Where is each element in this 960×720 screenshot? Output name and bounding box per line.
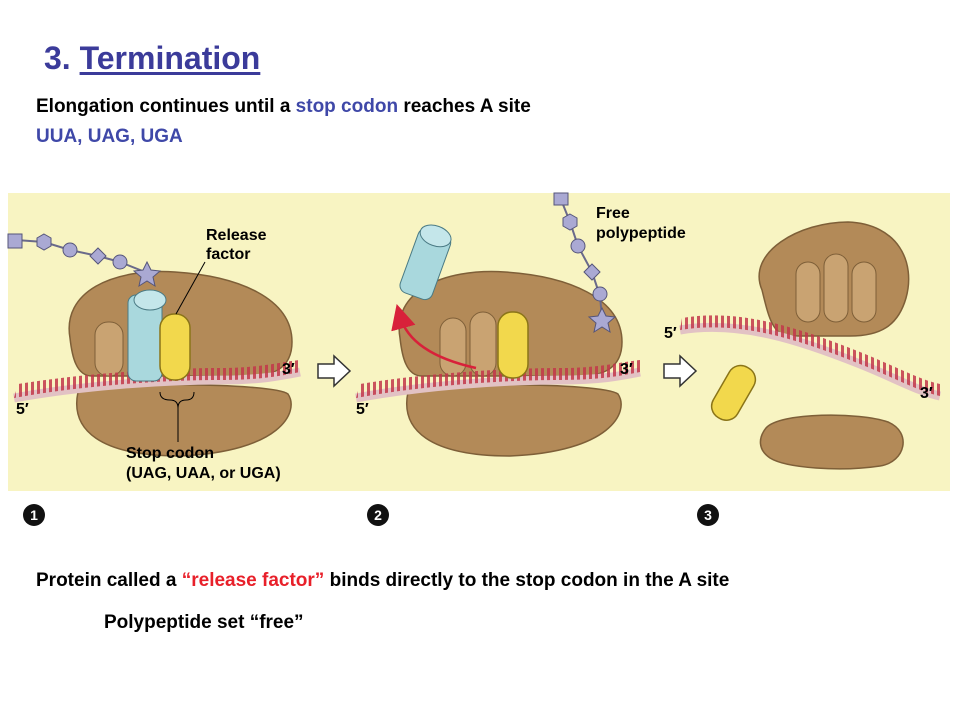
polypeptide-free-text: Polypeptide set “free”: [104, 612, 304, 633]
release-factor-label-line1: Release: [206, 227, 267, 244]
amino-acid: [587, 306, 617, 334]
amino-acid: [36, 233, 52, 251]
amino-acid: [553, 192, 569, 206]
release-factor-label-line2: factor: [206, 246, 250, 263]
free-polypeptide-label-line1: Free: [596, 205, 630, 222]
ribosome-site: [851, 261, 877, 323]
released-trna: [399, 224, 452, 301]
amino-acid: [112, 254, 128, 270]
step-marker-3: 3: [697, 504, 719, 526]
panel-3: 3′ 5′: [664, 221, 942, 470]
mrna-5prime-label: 5′: [16, 401, 29, 418]
stop-codon-list: UUA, UAG, UGA: [36, 126, 183, 147]
amino-acid: [570, 238, 586, 254]
stop-codon-label-line1: Stop codon: [126, 445, 214, 462]
stop-codon-label-line2: (UAG, UAA, or UGA): [126, 465, 281, 482]
stop-codon-term: stop codon: [295, 96, 399, 117]
amino-acid: [583, 263, 601, 281]
elongation-text: Elongation continues until a stop codon …: [36, 96, 531, 118]
mrna-3prime-label: 3′: [282, 361, 295, 378]
step-number: 2: [374, 507, 382, 523]
panel-1: Release factor Stop codon (UAG, UAA, or …: [7, 227, 301, 482]
release-factor: [159, 313, 191, 381]
mrna-bases: [356, 360, 640, 398]
release-factor-pointer: [175, 261, 206, 315]
ribosome-site-e: [94, 321, 124, 377]
amino-acid: [62, 242, 78, 258]
panel-2: Free polypeptide 3′ 5′: [355, 192, 686, 457]
release-arrow: [391, 303, 477, 370]
release-factor-text-part1: Protein called a: [36, 570, 182, 591]
release-factor-term: “release factor”: [181, 570, 325, 591]
amino-acid: [562, 213, 578, 231]
ribosome-site-e: [439, 317, 467, 377]
release-factor-text: Protein called a “release factor” binds …: [36, 570, 729, 592]
mrna-5prime-label: 5′: [356, 401, 369, 418]
release-factor: [497, 311, 529, 379]
ribosome-site: [823, 253, 849, 323]
step-marker-1: 1: [23, 504, 45, 526]
amino-acid: [89, 247, 107, 265]
amino-acid: [132, 260, 162, 288]
release-factor-text-part2: binds directly to the stop codon in the …: [324, 570, 730, 591]
released-release-factor: [710, 364, 757, 421]
mrna-bases: [680, 315, 940, 396]
free-polypeptide-label-line2: polypeptide: [596, 225, 686, 242]
title-number: 3.: [44, 40, 71, 76]
step-arrow: [663, 354, 698, 388]
title-word: Termination: [79, 40, 261, 76]
elongation-text-part1: Elongation continues until a: [36, 96, 296, 117]
step-number: 3: [704, 507, 712, 523]
slide-title: 3. Termination: [44, 40, 260, 77]
mrna-3prime-label: 3′: [620, 361, 633, 378]
step-number: 1: [30, 507, 38, 523]
step-arrow: [317, 354, 352, 388]
elongation-text-part2: reaches A site: [398, 96, 531, 117]
mrna-5prime-label: 5′: [664, 325, 677, 342]
amino-acid: [592, 286, 608, 302]
ribosome-site: [795, 261, 821, 323]
amino-acid: [7, 233, 23, 249]
step-marker-2: 2: [367, 504, 389, 526]
trna-top: [133, 289, 167, 311]
mrna-3prime-label: 3′: [920, 385, 933, 402]
ribosome-small-subunit: [759, 414, 904, 470]
